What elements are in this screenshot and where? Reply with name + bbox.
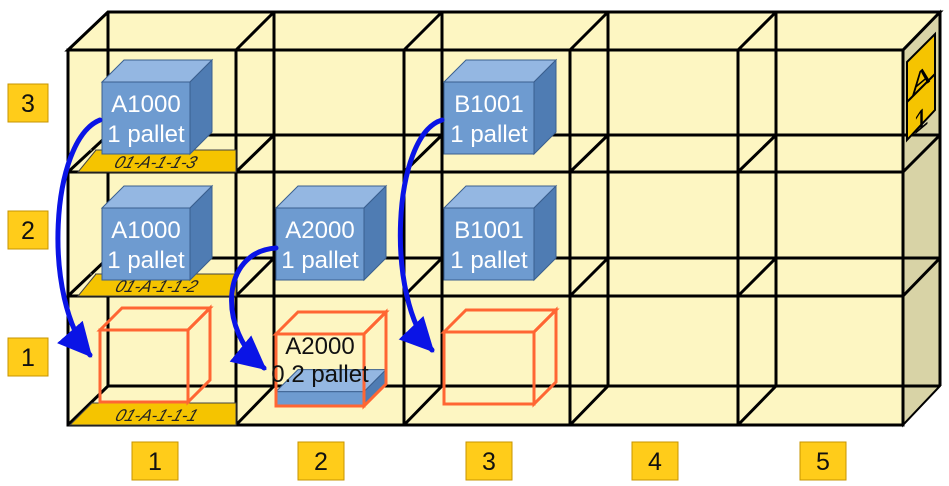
partial-fill-bar xyxy=(275,391,365,407)
box-a1000-level2[interactable]: A1000 1 pallet xyxy=(100,184,214,282)
box-a2000-level2[interactable]: A2000 1 pallet xyxy=(274,184,388,282)
box-code: A1000 xyxy=(111,217,180,244)
column-labels: 1 2 3 4 5 xyxy=(131,441,847,481)
column-label-3: 3 xyxy=(465,441,513,481)
rack-top-face xyxy=(64,10,944,52)
box-qty: 1 pallet xyxy=(450,247,528,274)
box-a1000-level3[interactable]: A1000 1 pallet xyxy=(100,58,214,156)
svg-text:3: 3 xyxy=(21,90,35,118)
rack-tag-number: 1 xyxy=(913,98,929,142)
box-b1001-level2[interactable]: B1001 1 pallet xyxy=(442,184,558,282)
svg-text:4: 4 xyxy=(648,448,662,476)
location-tag-top-label: 01-A-1-1-3 xyxy=(112,153,201,172)
empty-slot-col3[interactable] xyxy=(440,306,560,408)
box-code: B1001 xyxy=(454,217,523,244)
svg-text:2: 2 xyxy=(314,448,328,476)
box-qty: 1 pallet xyxy=(107,247,185,274)
move-arrow-a1000 xyxy=(55,117,103,358)
location-tag-bottom-label: 01-A-1-1-1 xyxy=(113,406,201,425)
move-arrow-a2000 xyxy=(229,245,279,371)
box-qty: 0.2 pallet xyxy=(271,361,369,388)
location-tag-middle-label: 01-A-1-1-2 xyxy=(113,277,202,296)
svg-text:3: 3 xyxy=(482,448,496,476)
move-arrow-b1001 xyxy=(397,117,445,353)
box-qty: 1 pallet xyxy=(281,247,359,274)
location-tag-bottom: 01-A-1-1-1 xyxy=(68,402,237,426)
svg-text:5: 5 xyxy=(816,448,830,476)
level-labels: 3 2 1 xyxy=(7,83,49,377)
box-code: B1001 xyxy=(454,91,523,118)
box-b1001-level3[interactable]: B1001 1 pallet xyxy=(442,58,558,156)
empty-slot-col1[interactable] xyxy=(96,304,214,406)
level-label-2: 2 xyxy=(7,210,49,250)
column-label-2: 2 xyxy=(297,441,345,481)
level-label-1: 1 xyxy=(7,337,49,377)
box-a2000-level1[interactable]: A2000 0.2 pallet xyxy=(271,308,390,410)
column-label-5: 5 xyxy=(799,441,847,481)
level-label-3: 3 xyxy=(7,83,49,123)
svg-text:2: 2 xyxy=(21,217,35,245)
box-code: A2000 xyxy=(285,217,354,244)
rack-tag: A 1 xyxy=(906,31,936,143)
svg-text:1: 1 xyxy=(21,344,35,372)
location-tag-top: 01-A-1-1-3 xyxy=(76,149,237,173)
box-code: A1000 xyxy=(111,91,180,118)
svg-text:1: 1 xyxy=(148,448,162,476)
box-code: A2000 xyxy=(285,333,354,360)
box-qty: 1 pallet xyxy=(450,121,528,148)
column-label-1: 1 xyxy=(131,441,179,481)
column-label-4: 4 xyxy=(631,441,679,481)
box-qty: 1 pallet xyxy=(107,121,185,148)
